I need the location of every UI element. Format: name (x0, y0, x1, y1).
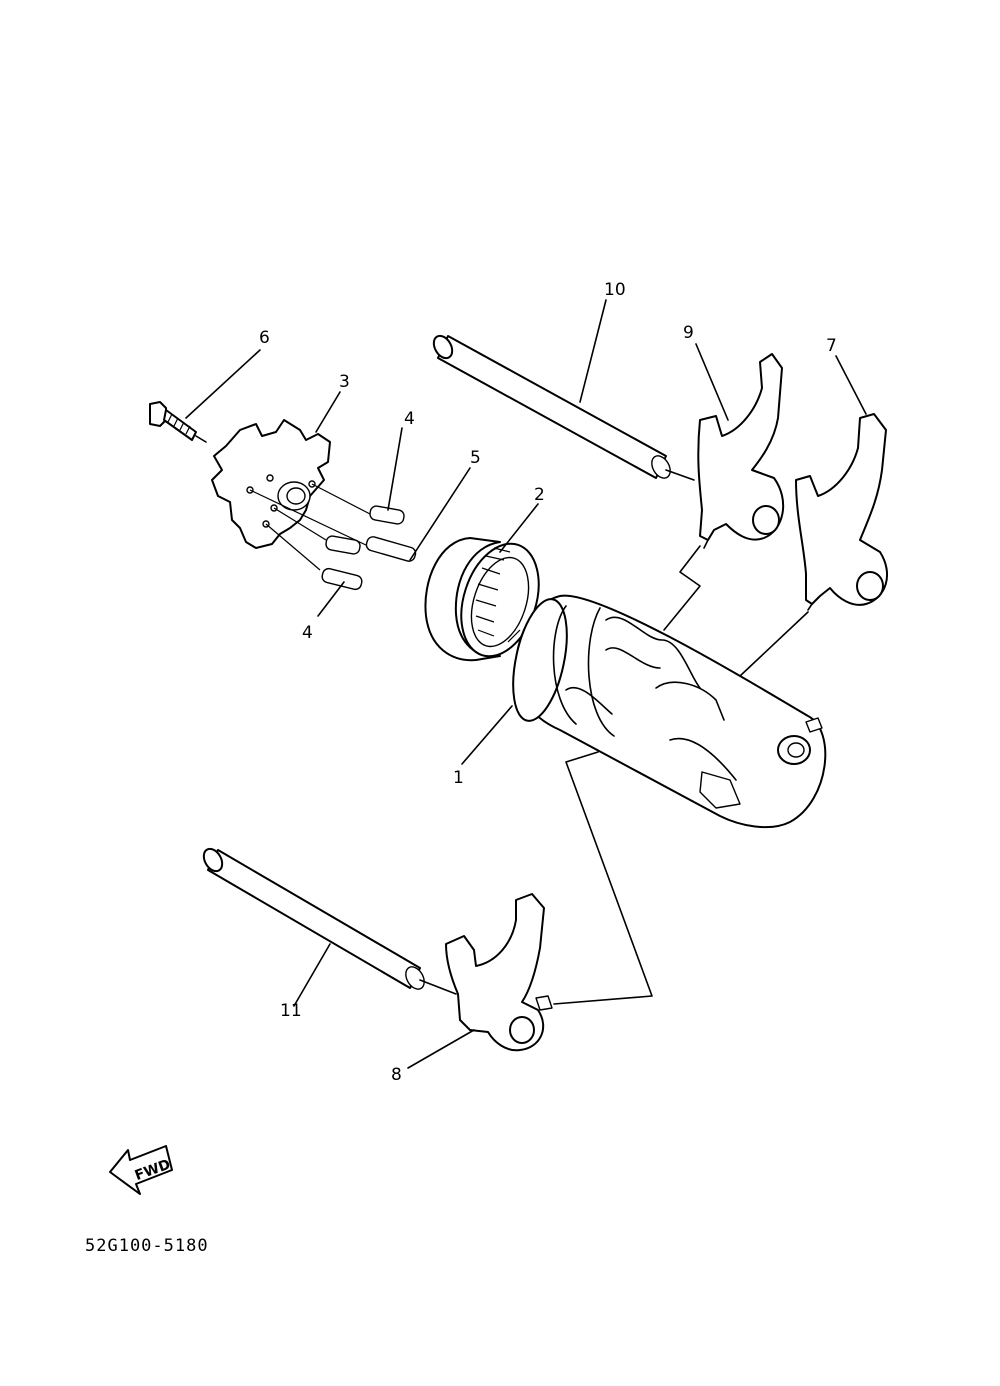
part-3-segment (211, 419, 331, 549)
callout-2: 2 (534, 485, 545, 505)
leader-lines (185, 299, 867, 1069)
connector-lines (553, 545, 809, 1005)
part-11-fork-shaft (202, 847, 457, 995)
callout-9: 9 (683, 323, 694, 343)
callout-4-upper: 4 (404, 409, 415, 429)
callout-8: 8 (391, 1065, 402, 1085)
part-6-bolt (149, 401, 207, 443)
part-9-shift-fork (697, 353, 784, 549)
diagram-code: 52G100-5180 (85, 1236, 209, 1256)
callout-4-lower: 4 (302, 623, 313, 643)
part-1-shift-drum (512, 594, 827, 829)
callout-1: 1 (453, 768, 464, 788)
part-7-shift-fork (795, 413, 889, 611)
part-2-bearing (424, 537, 540, 662)
part-10-fork-shaft (432, 334, 695, 481)
callout-labels: 6 3 4 5 2 10 9 7 4 1 11 8 (259, 280, 837, 1085)
callout-6: 6 (259, 328, 270, 348)
fwd-arrow-icon: FWD (109, 1145, 173, 1195)
callout-10: 10 (604, 280, 626, 300)
callout-7: 7 (826, 336, 837, 356)
part-8-shift-fork (445, 893, 553, 1052)
callout-11: 11 (280, 1001, 302, 1021)
callout-3: 3 (339, 372, 350, 392)
part-4-5-pins (249, 483, 417, 591)
callout-5: 5 (470, 448, 481, 468)
